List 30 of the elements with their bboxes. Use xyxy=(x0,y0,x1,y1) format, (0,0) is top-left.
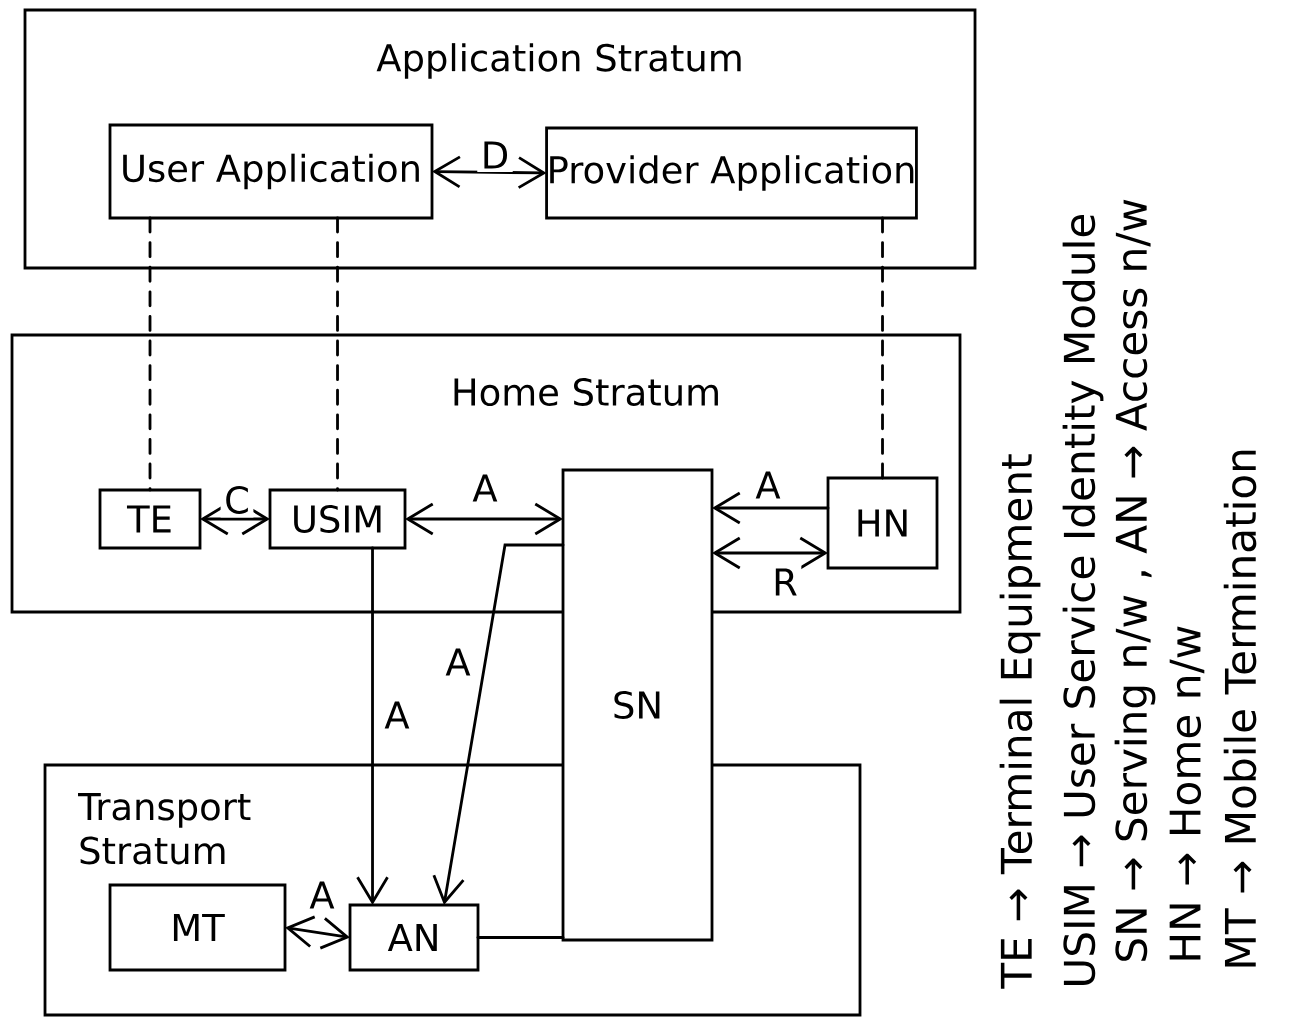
edge-label: A xyxy=(380,698,414,732)
dashed-line xyxy=(148,216,152,492)
edge-label: D xyxy=(477,138,513,172)
component-box: TE xyxy=(98,488,202,550)
arrow xyxy=(712,536,828,570)
edge-label: A xyxy=(305,878,339,912)
component-box: HN xyxy=(826,476,939,570)
arrow xyxy=(432,155,547,189)
edge-label: R xyxy=(768,565,802,599)
edge-label: A xyxy=(441,645,475,679)
component-box: User Application xyxy=(108,123,434,220)
arrow xyxy=(405,502,563,536)
connector-line xyxy=(476,936,565,939)
abbreviation-note: TE → Terminal Equipment xyxy=(999,454,1041,989)
edge-label: A xyxy=(751,468,785,502)
component-box: Provider Application xyxy=(545,126,918,220)
abbreviation-note: USIM → User Service Identity Module xyxy=(1062,214,1104,985)
component-box: USIM xyxy=(268,488,407,550)
component-box: AN xyxy=(348,903,480,972)
arrow xyxy=(356,546,389,905)
network-box: SN xyxy=(561,468,714,942)
arrow xyxy=(712,491,830,525)
arrow xyxy=(432,543,565,905)
component-box: MT xyxy=(108,883,287,972)
abbreviation-note: SN → Serving n/w , AN → Access n/w xyxy=(1114,199,1156,961)
abbreviation-note: MT → Mobile Termination xyxy=(1223,450,1257,967)
abbreviation-note: HN → Home n/w xyxy=(1169,626,1205,960)
edge-label: A xyxy=(468,471,502,505)
dashed-line xyxy=(336,216,339,492)
dashed-line xyxy=(881,216,884,480)
